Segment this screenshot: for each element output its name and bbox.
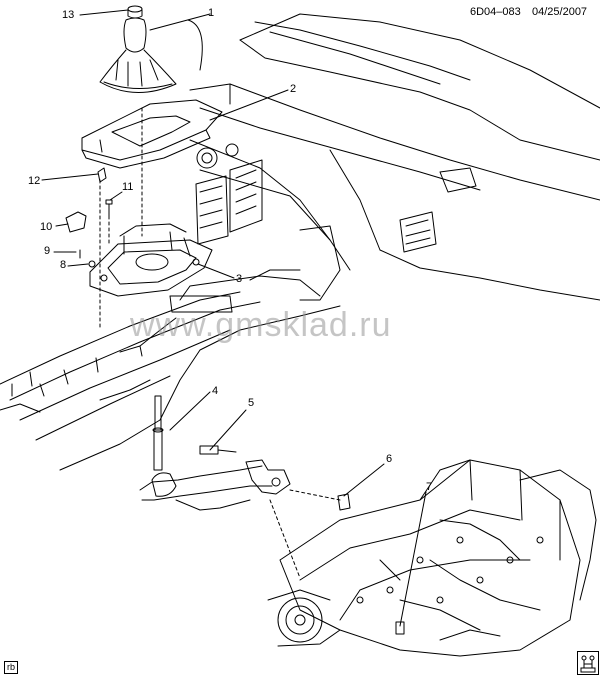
transmission [267,459,597,657]
callout-7: 7 [426,481,433,493]
corner-tag: rb [4,661,19,674]
callout-12: 12 [28,175,41,187]
instrument-panel [187,13,600,301]
diagram-code: 6D04–083 [470,6,521,18]
callout-2: 2 [290,83,297,95]
leader-lines [41,9,427,627]
shifter-base [89,107,213,297]
callout-3: 3 [236,273,243,285]
small-fasteners [65,167,113,331]
diagram-date: 04/25/2007 [532,6,588,18]
callout-11: 11 [122,181,134,193]
callout-4: 4 [212,385,219,397]
callout-1: 1 [208,7,215,19]
shift-linkage [139,395,351,579]
callout-8: 8 [60,259,67,271]
callout-13: 13 [62,9,75,21]
callout-9: 9 [44,245,51,257]
callout-5: 5 [248,397,255,409]
watermark: www.gmsklad.ru [130,306,392,344]
shift-knob-boot [99,5,177,93]
callout-10: 10 [40,221,53,233]
console-trim-plate [81,99,223,169]
callout-6: 6 [386,453,393,465]
manual-trans-icon [577,651,599,675]
floor-pan [0,269,341,471]
